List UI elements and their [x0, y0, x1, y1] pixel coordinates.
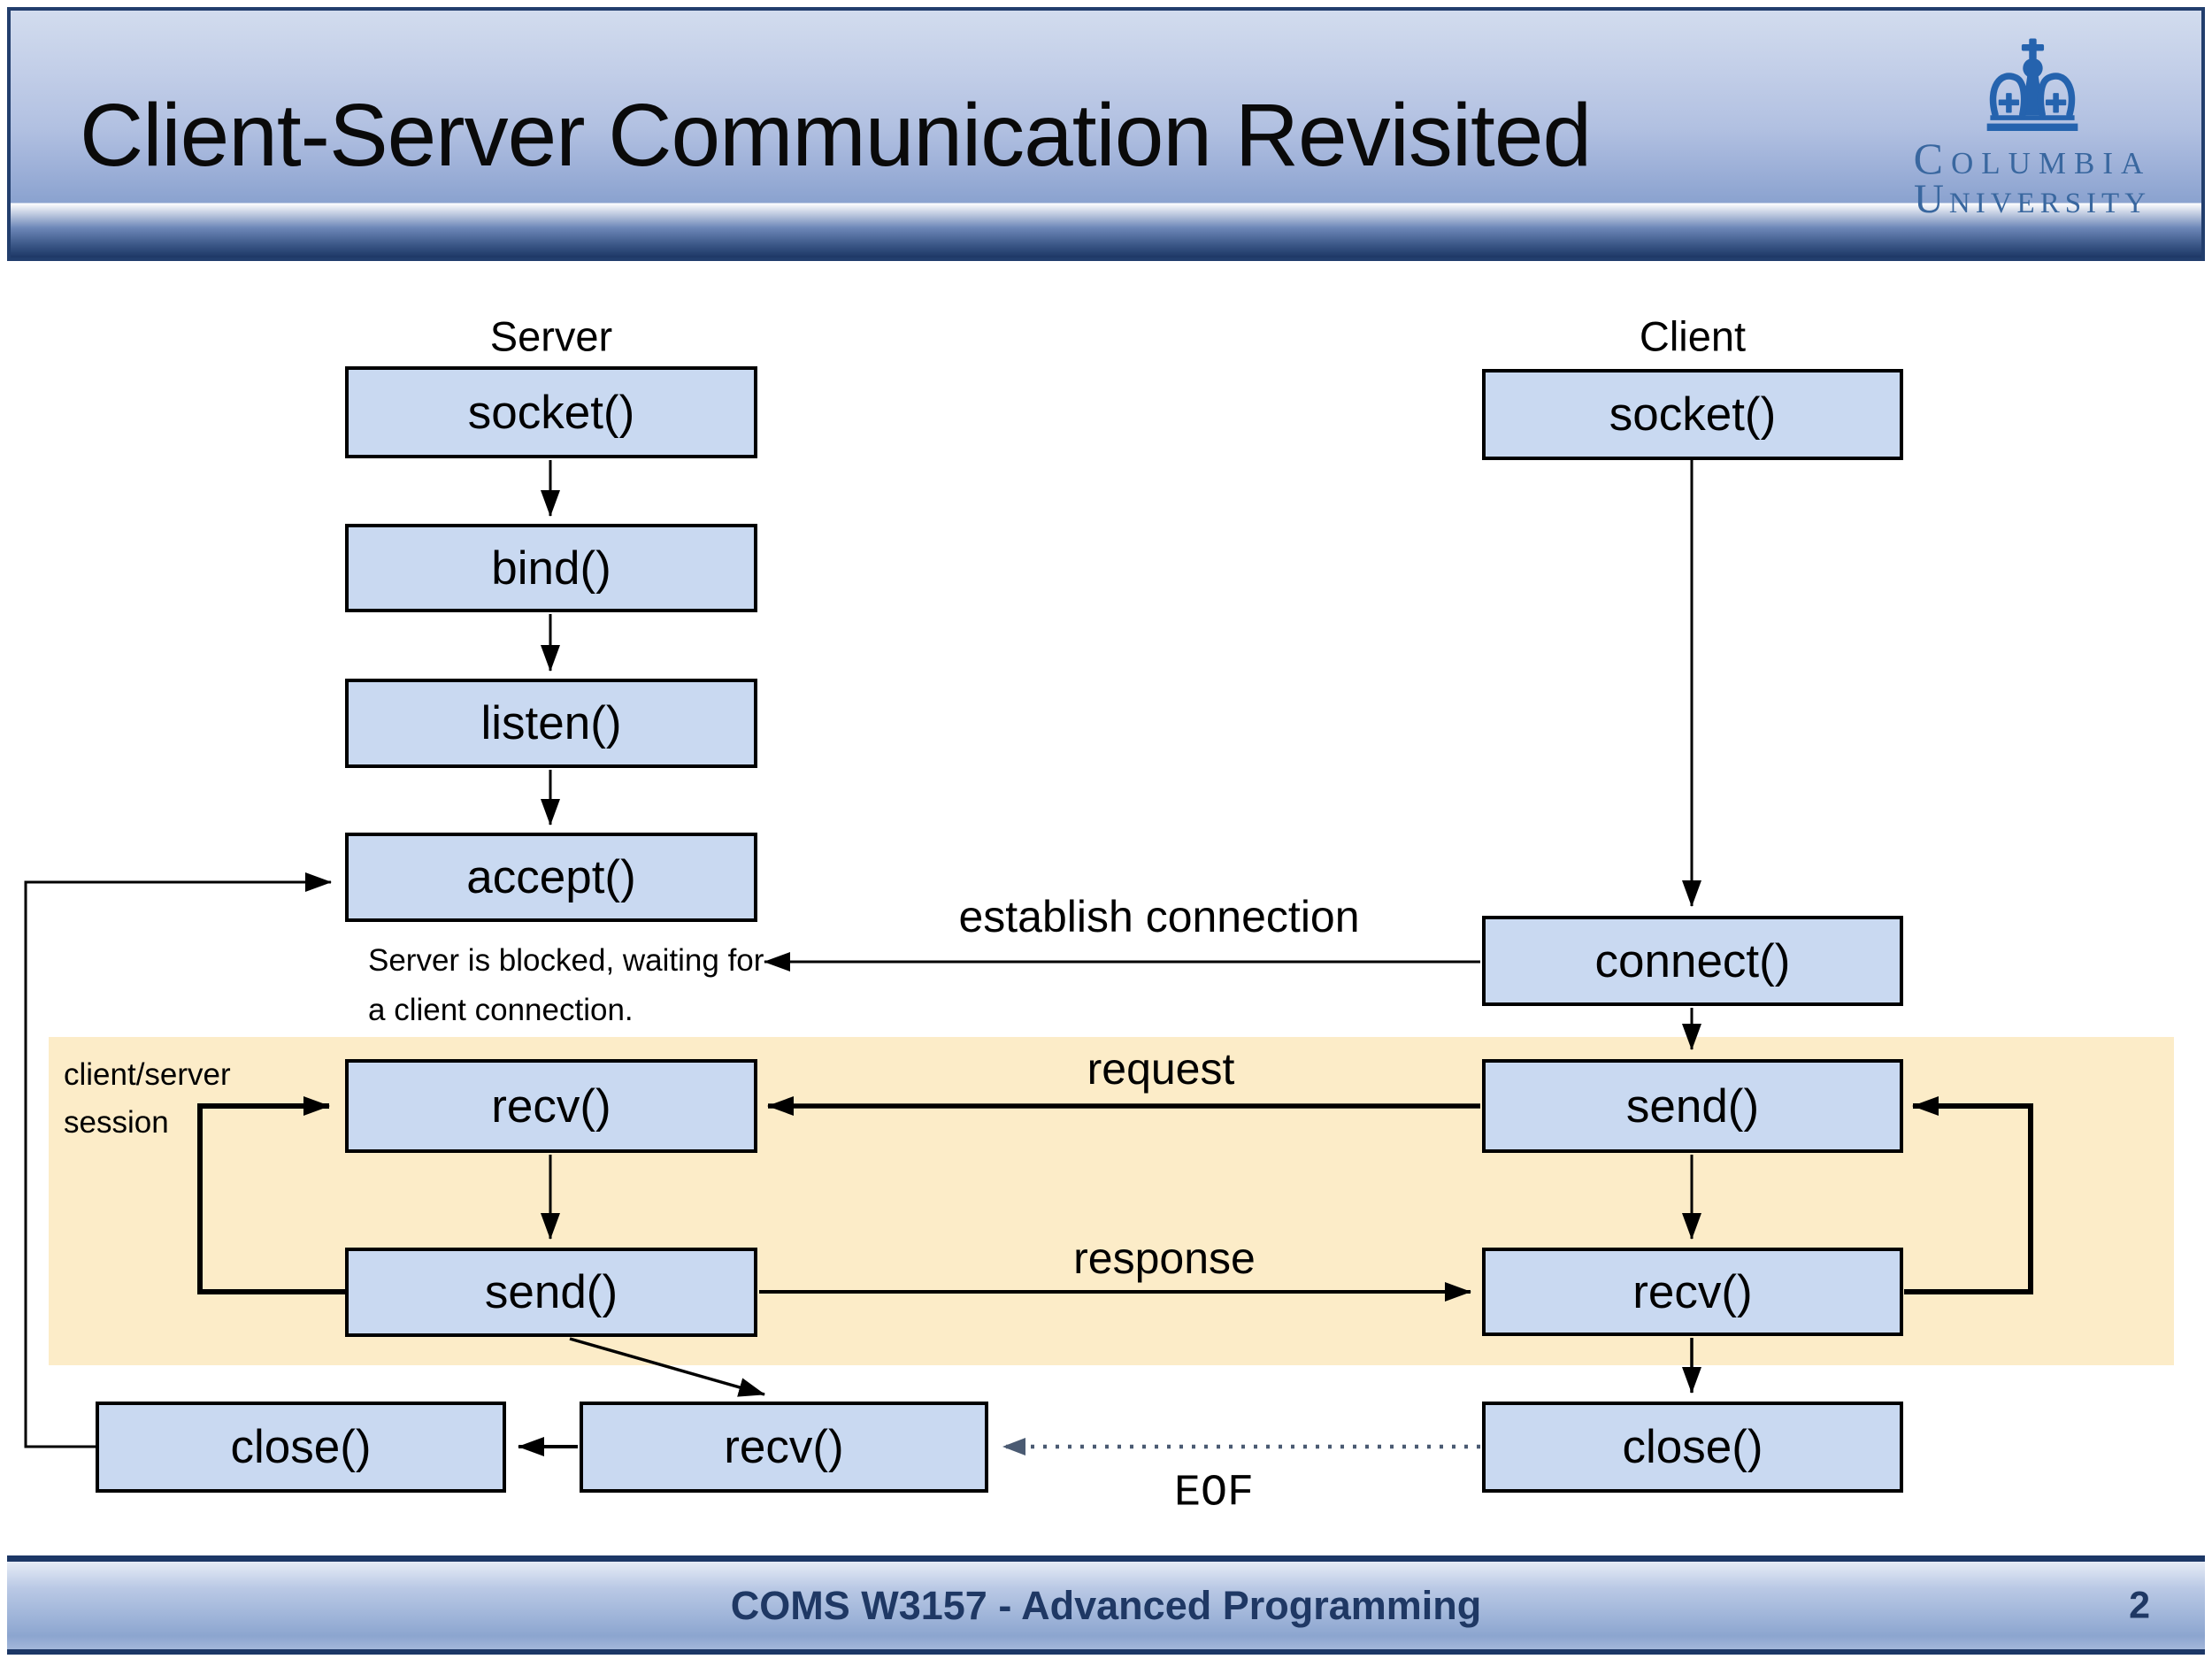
page-title: Client-Server Communication Revisited: [80, 86, 1592, 185]
session-note-line1: client/server: [64, 1057, 231, 1092]
logo-text-columbia: Columbia: [1913, 134, 2152, 183]
server-socket-box: socket(): [345, 366, 757, 458]
server-listen-box: listen(): [345, 679, 757, 768]
logo-text-university: University: [1913, 176, 2152, 222]
server-blocked-note-line2: a client connection.: [368, 993, 634, 1027]
columbia-crown-icon: [1986, 38, 2078, 131]
session-note: client/server session: [64, 1051, 231, 1148]
server-column-label: Server: [489, 312, 613, 360]
arrow-server-session-loop: [197, 1096, 347, 1294]
client-connect-box: connect(): [1482, 916, 1903, 1006]
server-recv-box: recv(): [345, 1059, 757, 1153]
footer-page-number: 2: [2129, 1584, 2150, 1626]
session-note-line2: session: [64, 1105, 169, 1141]
server-blocked-note-line1: Server is blocked, waiting for: [368, 943, 764, 978]
client-recv-box: recv(): [1482, 1248, 1903, 1336]
server-final-recv-box: recv(): [580, 1402, 988, 1493]
arrow-send-to-bottom-recv: [569, 1337, 765, 1397]
server-blocked-note: Server is blocked, waiting for a client …: [368, 936, 764, 1035]
client-send-box: send(): [1482, 1059, 1903, 1153]
server-close-box: close(): [96, 1402, 506, 1493]
client-close-box: close(): [1482, 1402, 1903, 1493]
arrow-client-session-loop: [1904, 1096, 2033, 1294]
server-send-box: send(): [345, 1248, 757, 1337]
client-socket-box: socket(): [1482, 369, 1903, 460]
eof-label: EOF: [1173, 1468, 1255, 1519]
slide-footer: COMS W3157 - Advanced Programming 2: [7, 1555, 2205, 1655]
establish-connection-label: establish connection: [958, 892, 1360, 941]
response-label: response: [1073, 1233, 1256, 1283]
footer-course-title: COMS W3157 - Advanced Programming: [730, 1582, 1482, 1628]
server-bind-box: bind(): [345, 524, 757, 612]
server-accept-box: accept(): [345, 833, 757, 922]
arrow-close-loop-to-accept: [24, 872, 332, 1448]
request-label: request: [1087, 1044, 1235, 1094]
columbia-logo: Columbia University: [1886, 19, 2178, 232]
slide-header: Client-Server Communication Revisited: [7, 7, 2205, 261]
client-column-label: Client: [1639, 312, 1747, 360]
